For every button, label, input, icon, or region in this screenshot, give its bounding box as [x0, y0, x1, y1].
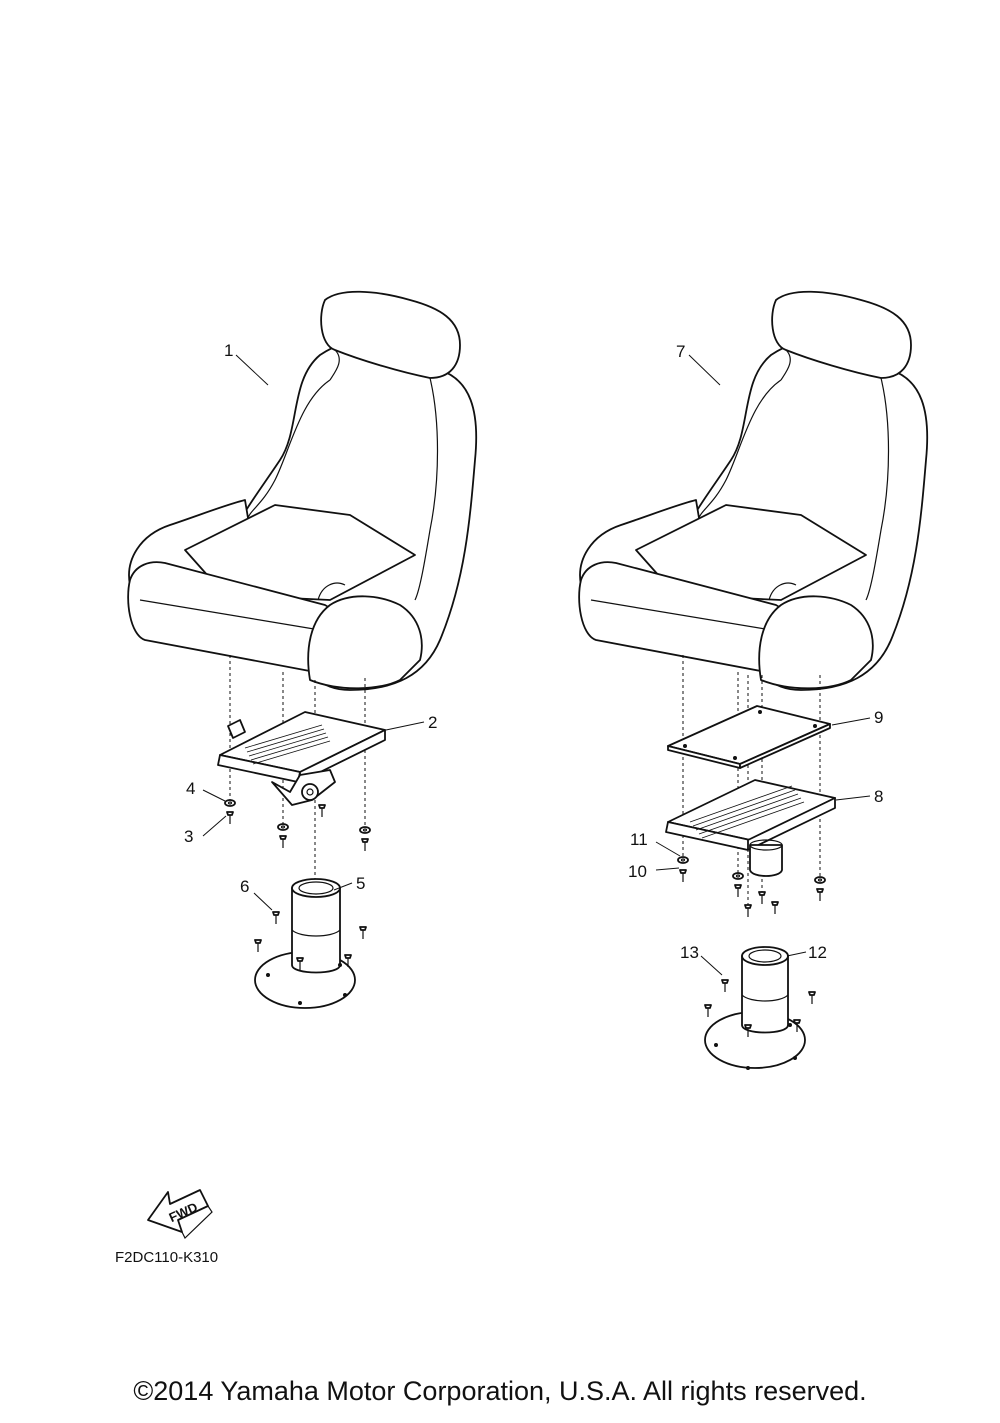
callout-10: 10 [628, 862, 647, 881]
bracket-8 [665, 779, 836, 877]
callout-12: 12 [808, 943, 827, 962]
callout-11: 11 [630, 830, 648, 849]
plate-9 [667, 705, 831, 769]
mounting-bracket-2 [217, 711, 386, 806]
callout-1: 1 [224, 341, 233, 360]
callout-7: 7 [676, 342, 685, 361]
callout-4: 4 [186, 779, 195, 798]
callout-5: 5 [356, 874, 365, 893]
copyright-notice: ©2014 Yamaha Motor Corporation, U.S.A. A… [133, 1376, 867, 1406]
callout-8: 8 [874, 787, 883, 806]
callout-9: 9 [874, 708, 883, 727]
pedestal-5 [254, 878, 356, 1009]
pedestal-12 [704, 946, 806, 1070]
seat-1 [127, 290, 478, 691]
diagram-code: F2DC110-K310 [115, 1249, 218, 1266]
callout-6: 6 [240, 877, 249, 896]
callout-3: 3 [184, 827, 193, 846]
seat-7 [578, 290, 929, 691]
callout-13: 13 [680, 943, 699, 962]
fwd-arrow-icon: FWD [147, 1189, 213, 1239]
callout-2: 2 [428, 713, 437, 732]
